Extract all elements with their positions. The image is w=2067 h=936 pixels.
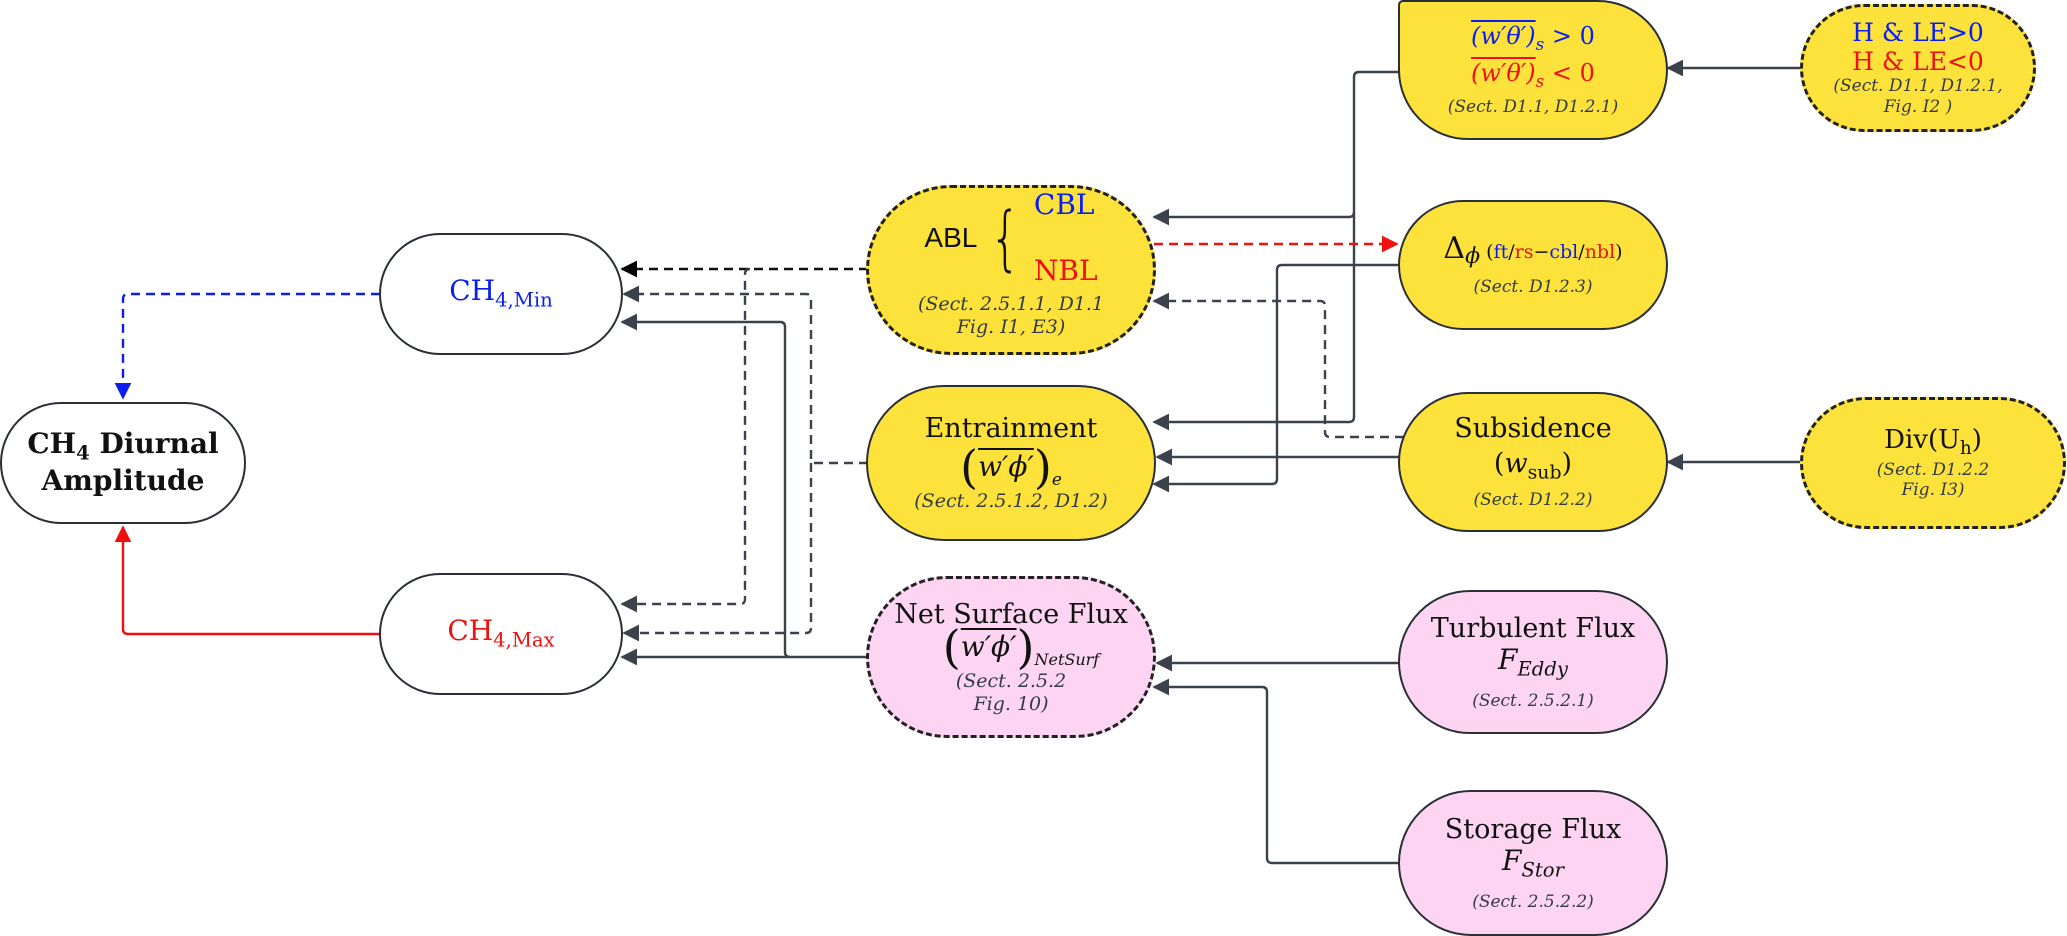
node-storage-flux[interactable]: Storage Flux FStor (Sect. 2.5.2.2)	[1398, 790, 1668, 936]
entrainment-expr: ( w′ϕ′ ) e	[960, 440, 1062, 495]
node-div-uh[interactable]: Div(Uh) (Sect. D1.2.2 Fig. I3)	[1800, 397, 2066, 529]
abl-ref-2: Fig. I1, E3)	[956, 316, 1066, 339]
abl-ref-1: (Sect. 2.5.1.1, D1.1	[917, 293, 1105, 316]
abl-label: ABL	[924, 222, 978, 254]
node-entrainment[interactable]: Entrainment ( w′ϕ′ ) e (Sect. 2.5.1.2, D…	[866, 385, 1156, 541]
node-abl[interactable]: ABL { CBL NBL (Sect. 2.5.1.1, D1.1 Fig. …	[866, 185, 1156, 355]
amplitude-line1: CH4 Diurnal	[27, 427, 219, 465]
h-le-ref-2: Fig. I2 )	[1883, 96, 1953, 117]
edge-ch4min-to-amplitude	[114, 292, 380, 400]
edge-ch4max-to-amplitude	[114, 525, 380, 636]
node-ch4-diurnal-amplitude[interactable]: CH4 Diurnal Amplitude	[0, 402, 246, 524]
div-uh-ref-2: Fig. I3)	[1901, 480, 1965, 501]
entrainment-ref: (Sect. 2.5.1.2, D1.2)	[914, 490, 1108, 513]
turbulent-flux-symbol: FEddy	[1498, 642, 1568, 681]
edge-heatflux-to-entrainment	[1152, 212, 1356, 431]
net-surface-flux-ref-2: Fig. 10)	[973, 692, 1049, 715]
node-ch4-max[interactable]: CH4,Max	[379, 573, 623, 695]
ch4-max-label: CH4,Max	[447, 614, 555, 653]
node-h-le[interactable]: H & LE>0 H & LE<0 (Sect. D1.1, D1.2.1, F…	[1800, 4, 2036, 132]
h-le-positive: H & LE>0	[1852, 17, 1984, 47]
net-surface-flux-expr: ( w′ϕ′ ) NetSurf	[942, 619, 1100, 674]
storage-flux-symbol: FStor	[1502, 843, 1564, 882]
node-turbulent-flux[interactable]: Turbulent Flux FEddy (Sect. 2.5.2.1)	[1398, 590, 1668, 734]
edge-storage-to-netsurf	[1152, 678, 1400, 865]
h-le-negative: H & LE<0	[1852, 46, 1984, 76]
edge-netsurf-to-ch4min	[620, 313, 791, 659]
node-net-surface-flux[interactable]: Net Surface Flux ( w′ϕ′ ) NetSurf (Sect.…	[866, 576, 1156, 738]
delta-phi-ref: (Sect. D1.2.3)	[1473, 277, 1593, 298]
node-subsidence[interactable]: Subsidence (wsub) (Sect. D1.2.2)	[1398, 392, 1668, 532]
turbulent-flux-ref: (Sect. 2.5.2.1)	[1472, 690, 1594, 711]
edge-entrainment-to-ch4min	[622, 285, 868, 465]
storage-flux-title: Storage Flux	[1444, 813, 1622, 845]
edge-abl-to-ch4max	[620, 267, 751, 613]
net-surface-flux-ref-1: (Sect. 2.5.2	[955, 669, 1067, 692]
subsidence-expr: (wsub)	[1493, 448, 1573, 484]
heat-flux-positive: (w′θ′)s > 0	[1471, 21, 1595, 54]
ch4-min-label: CH4,Min	[449, 274, 553, 313]
heat-flux-negative: (w′θ′)s < 0	[1471, 58, 1595, 91]
node-surface-heat-flux[interactable]: (w′θ′)s > 0 (w′θ′)s < 0 (Sect. D1.1, D1.…	[1398, 0, 1668, 140]
node-delta-phi[interactable]: Δϕ (ft/rs−cbl/nbl) (Sect. D1.2.3)	[1398, 200, 1668, 330]
edge-entrainment-to-ch4max	[622, 463, 813, 642]
edge-heatflux-to-abl	[1152, 70, 1400, 226]
subsidence-title: Subsidence	[1454, 413, 1612, 445]
cbl-label: CBL	[1033, 188, 1095, 222]
abl-structure: ABL { CBL NBL	[924, 188, 1098, 288]
brace-icon: {	[990, 197, 1022, 280]
edge-subsidence-to-abl	[1152, 292, 1404, 439]
net-surface-flux-title: Net Surface Flux	[894, 598, 1128, 630]
div-uh-label: Div(Uh)	[1884, 424, 1982, 459]
h-le-ref-1: (Sect. D1.1, D1.2.1,	[1833, 76, 2003, 97]
entrainment-title: Entrainment	[924, 413, 1098, 445]
storage-flux-ref: (Sect. 2.5.2.2)	[1472, 891, 1594, 912]
delta-phi-label: Δϕ (ft/rs−cbl/nbl)	[1443, 231, 1623, 270]
subsidence-ref: (Sect. D1.2.2)	[1473, 490, 1593, 511]
heat-flux-ref: (Sect. D1.1, D1.2.1)	[1447, 96, 1619, 117]
nbl-label: NBL	[1033, 254, 1098, 288]
amplitude-line2: Amplitude	[41, 464, 205, 498]
div-uh-ref-1: (Sect. D1.2.2	[1876, 459, 1990, 480]
node-ch4-min[interactable]: CH4,Min	[379, 233, 623, 355]
turbulent-flux-title: Turbulent Flux	[1430, 612, 1636, 644]
edge-deltaphi-to-entrainment	[1152, 263, 1400, 493]
